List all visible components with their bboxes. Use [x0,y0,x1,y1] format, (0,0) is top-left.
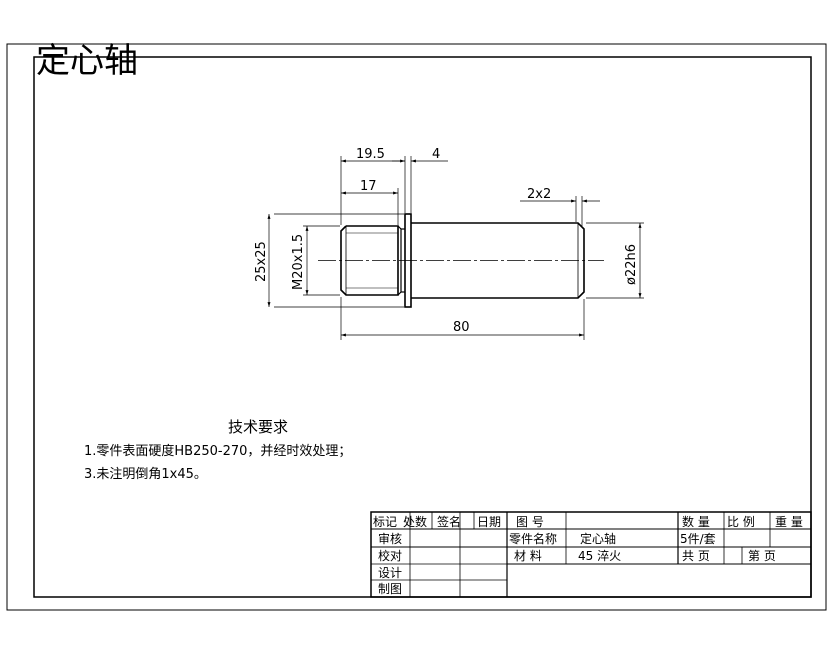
outer-frame [6,43,827,611]
tb-page-no: 第 页 [748,549,776,563]
tb-qty: 5件/套 [680,532,716,546]
tb-rev-header: 签名 [437,514,461,529]
dim-25x25: 25x25 [254,241,269,282]
dim-2x2: 2x2 [527,187,551,202]
tb-qty-label: 数 量 [682,514,710,529]
dim-19-5: 19.5 [356,147,385,162]
dimension-texts: 19.5 4 17 2x2 25x25 M20x1.5 ø22h6 80 [254,147,639,335]
tb-material-label: 材 料 [514,549,542,563]
dim-22h6: ø22h6 [624,244,639,285]
tb-drawing-no-label: 图 号 [516,515,544,529]
technical-requirements: 技术要求 1.零件表面硬度HB250-270，并经时效处理； 3.未注明倒角1x… [84,418,351,482]
tb-role: 制图 [378,582,402,596]
title-block-texts: 标记 处数 签名 日期 审核 校对 设计 制图 图 号 零件名称 定心轴 材 料… [373,514,803,596]
tb-total-pages: 共 页 [682,549,710,563]
requirements-heading: 技术要求 [228,418,288,436]
dim-4: 4 [432,147,440,162]
tb-role: 校对 [378,548,402,563]
tb-part-name: 定心轴 [580,531,616,546]
tb-material: 45 淬火 [578,548,621,563]
dim-17: 17 [360,179,377,194]
tb-rev-header: 日期 [477,515,501,529]
shaft-part [318,213,604,308]
dim-m20: M20x1.5 [291,234,306,290]
dim-80: 80 [453,320,470,335]
drawing-title: 定心轴 [36,41,138,81]
tb-weight-label: 重 量 [775,515,803,529]
tb-part-name-label: 零件名称 [509,531,557,546]
tb-rev-header: 处数 [403,514,427,529]
tb-role: 审核 [378,531,402,546]
requirement-item: 3.未注明倒角1x45。 [84,467,207,482]
tb-scale-label: 比 例 [727,515,755,529]
tb-role: 设计 [378,566,402,580]
title-block [370,511,812,598]
requirement-item: 1.零件表面硬度HB250-270，并经时效处理； [84,443,351,459]
tb-rev-header: 标记 [373,515,397,529]
dimension-lines [267,156,644,340]
